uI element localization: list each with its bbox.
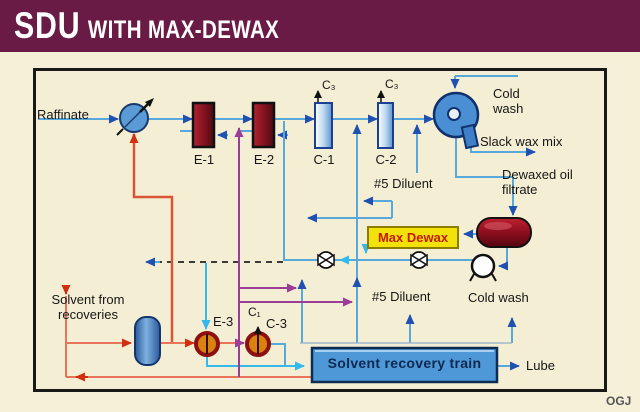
column-c1 [314,90,333,149]
label-e1: E-1 [193,152,215,167]
heater-e3 [194,331,220,357]
label-max-dewax: Max Dewax [377,230,449,245]
label-c1-vent: C₁ [248,305,261,319]
rotary-filter [432,91,480,150]
label-cold-wash-bottom: Cold wash [468,290,529,305]
label-solvent-from: Solvent from recoveries [51,292,125,322]
label-dewaxed: Dewaxed oil filtrate [502,167,573,197]
valve-1 [317,251,335,269]
recovery-train-box [310,346,499,384]
label-c1: C-1 [313,152,335,167]
filtrate-drum [476,217,532,248]
page-title: SDU WITH MAX-DEWAX [14,5,279,47]
flow-lines-red [61,133,312,382]
filtrate-pump [469,253,497,282]
label-lube: Lube [526,358,555,373]
feed-mixer-symbol [116,98,154,136]
valve-2 [410,251,428,269]
title-main: SDU [14,5,81,46]
tower-c3 [245,326,271,357]
label-cold-wash-top: Cold wash [493,86,524,116]
label-diluent-bottom: #5 Diluent [372,289,431,304]
title-bar: SDU WITH MAX-DEWAX [0,0,640,52]
label-diluent-mid: #5 Diluent [374,176,433,191]
label-e3: E-3 [213,314,234,329]
credit-ogj: OGJ [606,394,632,408]
label-c2: C-2 [375,152,397,167]
exchanger-e1 [191,101,216,149]
title-sub: WITH MAX-DEWAX [87,16,280,44]
label-c3: C-3 [266,316,287,331]
label-c3-vent-2: C₃ [385,77,399,91]
column-c2 [377,90,394,149]
exchanger-e2 [251,101,276,149]
label-recovery-train: Solvent recovery train [327,355,482,371]
flow-lines-cyan [201,244,371,371]
label-slack-wax: Slack wax mix [480,134,563,149]
solvent-vessel [134,316,161,366]
label-c3-vent-1: C₃ [322,78,336,92]
flow-lines-purple [234,127,353,377]
label-raffinate: Raffinate [37,107,89,122]
max-dewax-box [367,226,459,249]
label-e2: E-2 [253,152,275,167]
